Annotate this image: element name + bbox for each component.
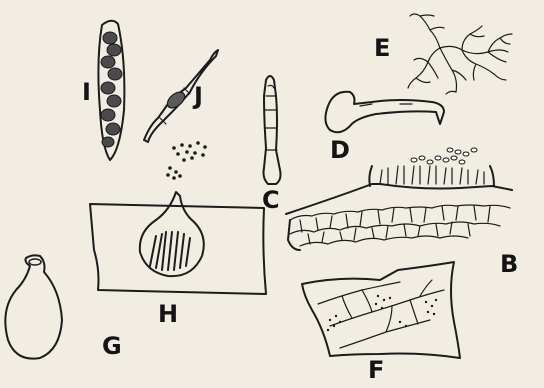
label-e: E <box>374 36 390 60</box>
label-h: H <box>158 302 178 326</box>
label-d: D <box>330 138 350 162</box>
label-f: F <box>368 358 384 382</box>
leaf-fragment-drawing-f <box>302 262 460 358</box>
spore-cluster <box>166 141 207 180</box>
label-c: C <box>262 188 280 212</box>
germ-tube-drawing-d <box>325 92 444 132</box>
label-j: J <box>194 84 203 108</box>
acervulus-section-drawing-b <box>286 148 512 250</box>
label-b: B <box>500 252 518 276</box>
mycelium-drawing-e <box>408 14 512 94</box>
perithecium-drawing-g <box>5 255 62 358</box>
germinating-spore-drawing-j <box>144 50 218 142</box>
conidiophore-drawing-c <box>264 76 281 184</box>
ascus-drawing-i <box>98 21 124 160</box>
label-g: G <box>102 334 122 358</box>
pycnidium-drawing-h <box>90 192 266 294</box>
label-i: I <box>82 80 91 104</box>
